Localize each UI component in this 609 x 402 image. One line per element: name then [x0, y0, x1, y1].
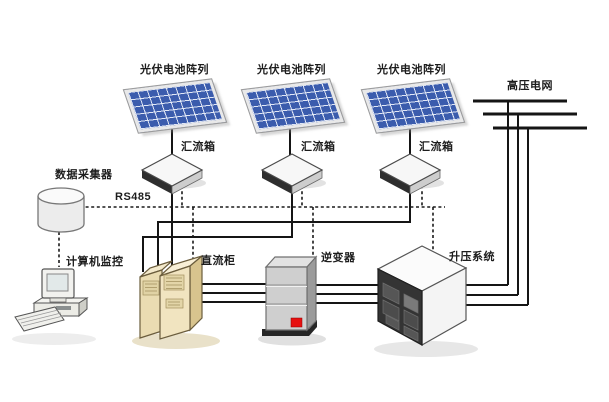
- label-combiner-3: 汇流箱: [419, 141, 454, 153]
- label-pv-array-1: 光伏电池阵列: [140, 64, 209, 76]
- label-pv-array-3: 光伏电池阵列: [377, 64, 446, 76]
- boost-system-cabinet: [374, 245, 478, 357]
- label-pv-array-2: 光伏电池阵列: [257, 64, 326, 76]
- computer-keyboard: [14, 306, 65, 332]
- dc-cabinet-rear-tower: [139, 260, 173, 339]
- dc-cabinet: [132, 254, 220, 349]
- boost-vent-panels: [382, 282, 419, 342]
- rs485-bus: [58, 180, 445, 267]
- label-combiner-2: 汇流箱: [301, 141, 336, 153]
- wire-combiner2-dc: [142, 188, 293, 272]
- combiner-box-2: [260, 153, 326, 195]
- hv-grid-symbol: [473, 99, 587, 130]
- dc-cabinet-front-tower: [159, 254, 203, 340]
- label-data-collector: 数据采集器: [55, 169, 113, 181]
- label-hv-grid: 高压电网: [507, 80, 553, 92]
- label-combiner-1: 汇流箱: [181, 141, 216, 153]
- combiner-box-1: [140, 153, 206, 195]
- dc-wires: [142, 101, 529, 306]
- wire-combiner3-dc: [157, 188, 411, 268]
- combiner-box-3: [378, 153, 444, 195]
- label-boost-system: 升压系统: [449, 251, 495, 263]
- data-collector-cylinder: [37, 187, 85, 233]
- inverter-indicator-led: [290, 317, 303, 328]
- label-computer: 计算机监控: [66, 256, 124, 268]
- monitoring-computer: [12, 268, 96, 345]
- label-inverter: 逆变器: [321, 252, 356, 264]
- inverter-cabinet: [258, 255, 326, 346]
- label-dc-cabinet: 直流柜: [201, 255, 236, 267]
- label-rs485: RS485: [115, 191, 152, 203]
- computer-monitor-crt: [41, 268, 75, 303]
